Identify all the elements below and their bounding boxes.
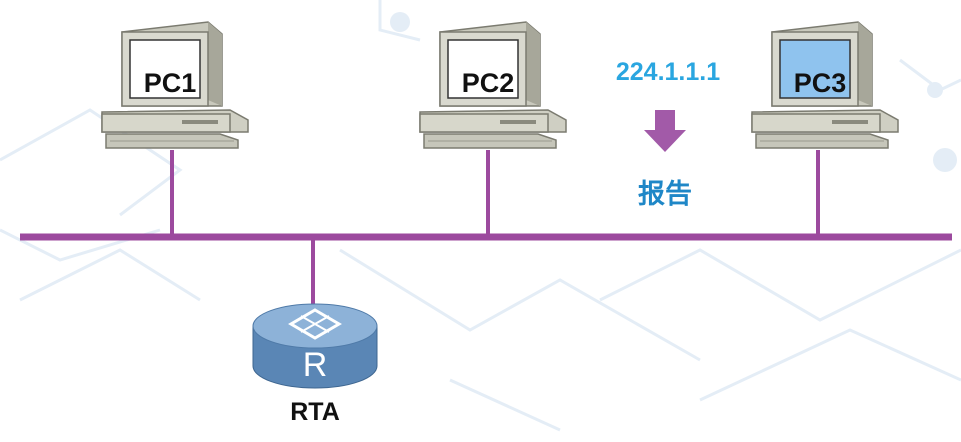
router-symbol: R bbox=[302, 346, 328, 384]
pc-screen bbox=[447, 39, 519, 99]
router-label: RTA bbox=[290, 398, 340, 426]
down-arrow-icon bbox=[644, 110, 686, 152]
report-label: 报告 bbox=[638, 179, 692, 210]
router-icon bbox=[252, 303, 378, 389]
pc-screen bbox=[129, 39, 201, 99]
group-address-label: 224.1.1.1 bbox=[615, 58, 721, 86]
computer-icon bbox=[751, 21, 899, 149]
pc2-label: PC2 bbox=[461, 68, 515, 98]
computer-icon bbox=[101, 21, 249, 149]
router-rta[interactable] bbox=[245, 296, 385, 396]
pc-screen bbox=[779, 39, 851, 99]
pc3-label: PC3 bbox=[793, 68, 847, 98]
computer-icon bbox=[419, 21, 567, 149]
pc3-computer[interactable]: PC3 bbox=[750, 14, 900, 164]
pc1-computer[interactable]: PC1 bbox=[100, 14, 250, 164]
pc2-computer[interactable]: PC2 bbox=[418, 14, 568, 164]
pc1-label: PC1 bbox=[143, 68, 197, 98]
